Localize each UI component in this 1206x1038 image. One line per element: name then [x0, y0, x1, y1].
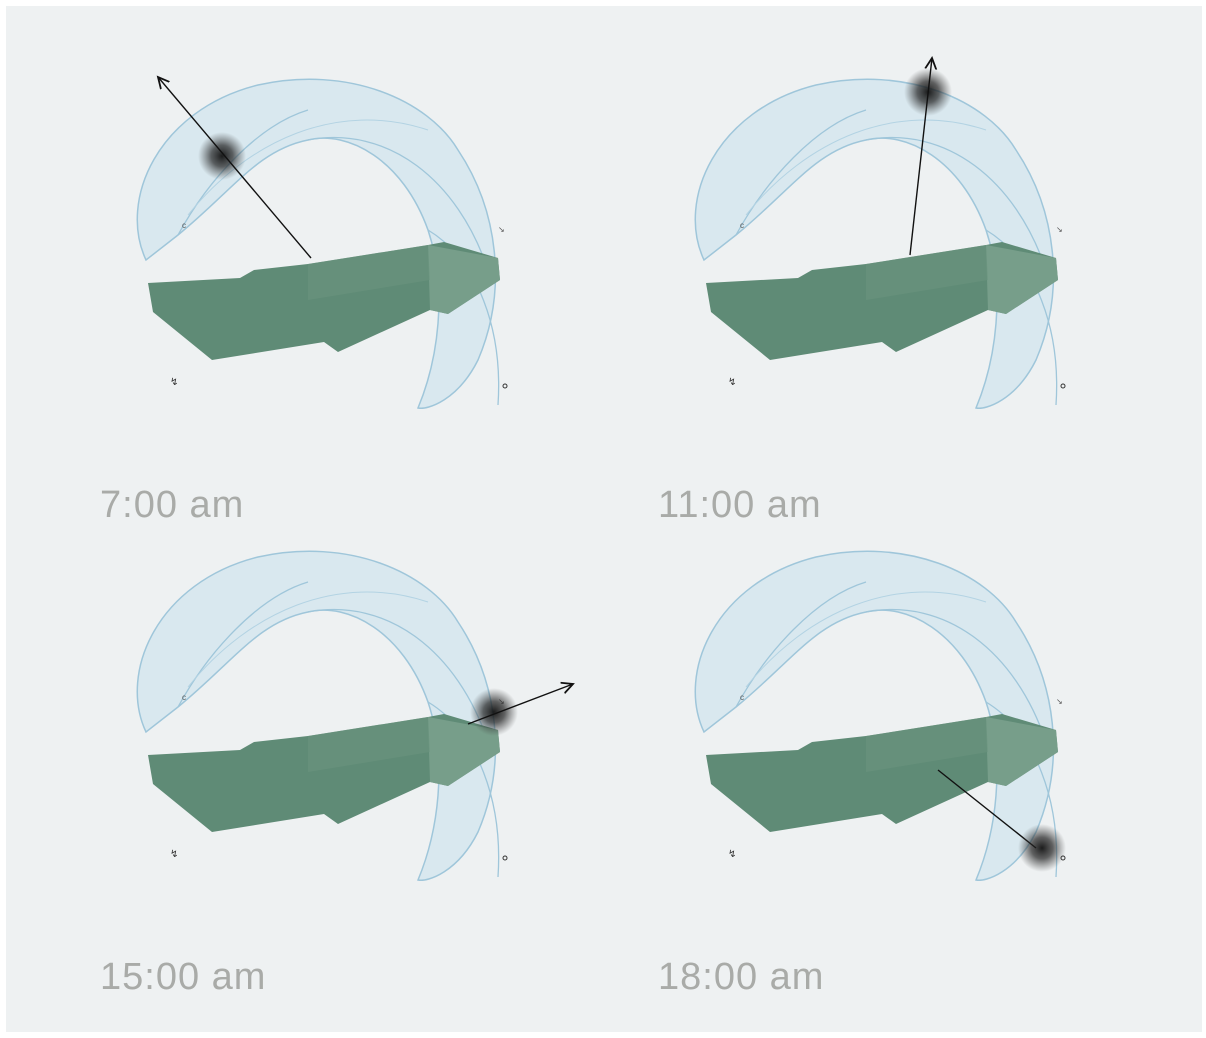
svg-text:c: c: [740, 221, 744, 230]
time-label: 11:00 am: [658, 484, 822, 526]
compass-markers: ↯ c ↘: [728, 221, 1066, 389]
panel-18: ↯ c ↘ 18:00 am: [566, 502, 1126, 998]
sun-icon: [470, 688, 518, 736]
sun-ray-arrow: [158, 77, 312, 259]
svg-text:↘: ↘: [1056, 225, 1063, 234]
svg-text:c: c: [182, 221, 186, 230]
time-label: 7:00 am: [100, 484, 245, 526]
sun-path-dome: [694, 78, 1058, 409]
time-label: 15:00 am: [100, 956, 267, 998]
panel-11am: ↯ c ↘ 11:00 am: [566, 30, 1126, 526]
svg-text:↯: ↯: [728, 849, 736, 860]
building-mass: [706, 714, 1058, 832]
sun-icon: [1018, 824, 1066, 872]
sun-icon: [198, 132, 246, 180]
sun-path-diagram: ↯ c ↘: [136, 550, 568, 881]
svg-text:↯: ↯: [728, 377, 736, 388]
building-mass: [706, 242, 1058, 360]
time-label: 18:00 am: [658, 956, 825, 998]
sun-path-diagram: ↯ c ↘: [136, 30, 508, 409]
svg-text:↯: ↯: [170, 849, 178, 860]
sun-ray-arrow: [467, 684, 573, 725]
sun-path-diagram: ↯ c ↘: [694, 550, 1066, 881]
building-mass: [148, 714, 500, 832]
svg-text:↘: ↘: [498, 225, 505, 234]
sun-ray-line: [937, 769, 1037, 849]
building-mass: [148, 242, 500, 360]
svg-text:↘: ↘: [1056, 697, 1063, 706]
svg-text:c: c: [740, 693, 744, 702]
panel-7am: ↯ c ↘ 7:00 am: [8, 30, 568, 526]
svg-text:↯: ↯: [170, 377, 178, 388]
svg-text:c: c: [182, 693, 186, 702]
sun-path-diagram: ↯ c ↘: [694, 30, 1066, 409]
sun-ray-arrow: [909, 58, 932, 256]
compass-markers: ↯ c ↘: [170, 221, 508, 389]
panel-15: ↯ c ↘ 15:00 am: [8, 502, 568, 998]
